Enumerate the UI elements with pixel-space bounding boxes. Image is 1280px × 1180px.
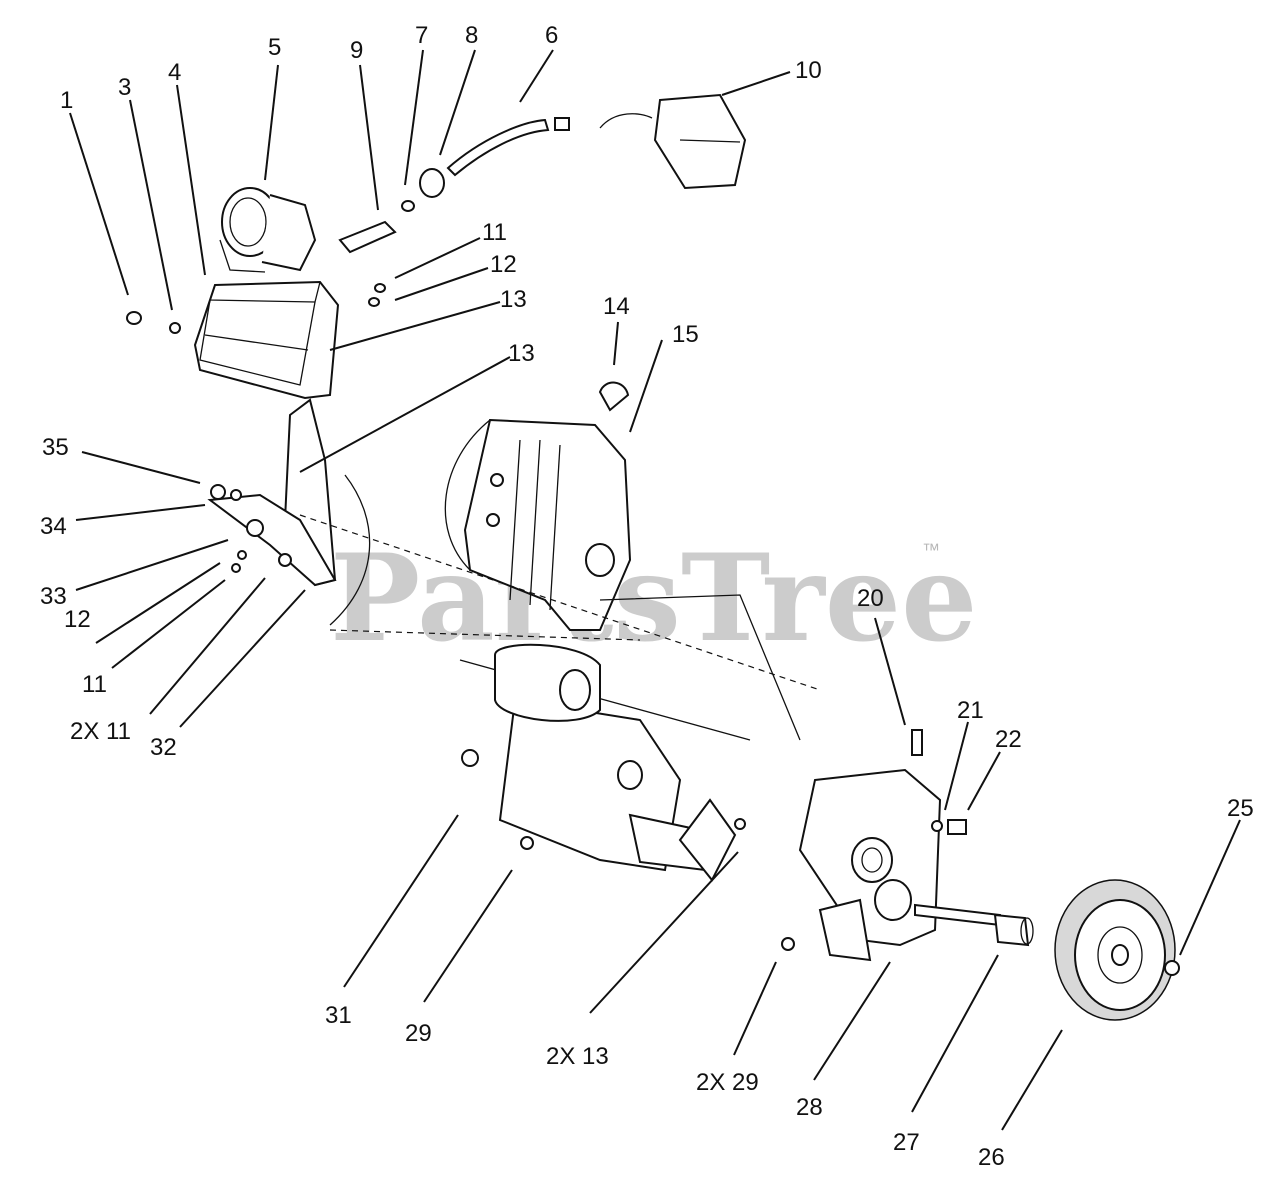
side-plate-28-drawing bbox=[781, 729, 967, 962]
watermark-trademark: ™ bbox=[922, 540, 940, 560]
bracket-32-drawing bbox=[207, 398, 337, 587]
callout-12-left: 12 bbox=[64, 606, 91, 633]
callout-14: 14 bbox=[603, 293, 630, 320]
callout-1: 1 bbox=[60, 87, 73, 114]
wheel-26-drawing bbox=[1054, 879, 1180, 1021]
cap-14-drawing bbox=[598, 381, 630, 412]
callout-13-top: 13 bbox=[500, 286, 527, 313]
chassis-drawing bbox=[299, 419, 821, 741]
callout-9: 9 bbox=[350, 37, 363, 64]
nut-1-drawing bbox=[126, 311, 142, 325]
callout-12-top: 12 bbox=[490, 251, 517, 278]
callout-7: 7 bbox=[415, 22, 428, 49]
washer-3-drawing bbox=[169, 322, 181, 334]
callout-15: 15 bbox=[672, 321, 699, 348]
callout-27: 27 bbox=[893, 1129, 920, 1156]
callout-2x11: 2X 11 bbox=[70, 718, 131, 745]
callout-35: 35 bbox=[42, 434, 69, 461]
callout-5: 5 bbox=[268, 34, 281, 61]
callout-21: 21 bbox=[957, 697, 984, 724]
callout-34: 34 bbox=[40, 513, 67, 540]
axle-27-drawing bbox=[914, 903, 1034, 947]
callout-26: 26 bbox=[978, 1144, 1005, 1171]
callout-33: 33 bbox=[40, 583, 67, 610]
callout-10: 10 bbox=[795, 57, 822, 84]
leader-lines bbox=[69, 49, 1241, 1131]
callout-31: 31 bbox=[325, 1002, 352, 1029]
callout-2x13: 2X 13 bbox=[546, 1043, 609, 1070]
callout-29: 29 bbox=[405, 1020, 432, 1047]
callout-28: 28 bbox=[796, 1094, 823, 1121]
callout-20: 20 bbox=[857, 585, 884, 612]
callout-11-top: 11 bbox=[482, 219, 507, 246]
primer-10-drawing bbox=[599, 93, 747, 190]
callout-4: 4 bbox=[168, 59, 181, 86]
callout-8: 8 bbox=[465, 22, 478, 49]
callout-6: 6 bbox=[545, 22, 558, 49]
housing-15-drawing bbox=[463, 418, 632, 631]
callout-32: 32 bbox=[150, 734, 177, 761]
fuel-cap-drawing bbox=[219, 187, 317, 273]
fitting-11-12-drawing bbox=[368, 283, 386, 307]
fuel-tank-drawing bbox=[193, 280, 340, 400]
callout-3: 3 bbox=[118, 74, 131, 101]
callout-2x29: 2X 29 bbox=[696, 1069, 759, 1096]
fuel-line-drawing bbox=[338, 117, 570, 254]
lower-frame-drawing bbox=[461, 643, 746, 882]
callout-25: 25 bbox=[1227, 795, 1254, 822]
callout-labels: 1 3 4 5 9 7 8 6 10 11 12 13 13 14 15 35 … bbox=[40, 22, 1254, 1171]
callout-13-mid: 13 bbox=[508, 340, 535, 367]
callout-22: 22 bbox=[995, 726, 1022, 753]
callout-11-left: 11 bbox=[82, 671, 107, 698]
